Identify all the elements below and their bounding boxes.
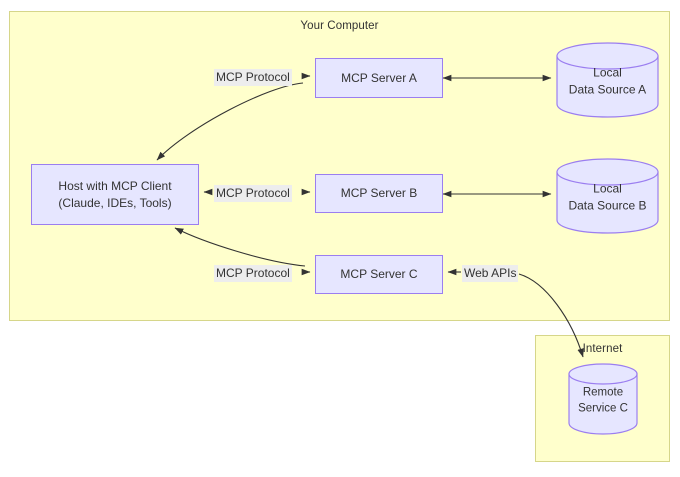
edge-label-mcp-protocol-c: MCP Protocol: [214, 265, 292, 282]
edge-server-c-to-host: [174, 227, 306, 267]
node-mcp-server-c[interactable]: MCP Server C: [315, 255, 443, 294]
node-mcp-server-a[interactable]: MCP Server A: [315, 58, 443, 98]
group-internet-label: Internet: [582, 343, 623, 355]
database-cylinder-icon: [556, 158, 659, 234]
node-local-data-source-a[interactable]: Local Data Source A: [556, 42, 659, 118]
database-cylinder-icon: [568, 363, 638, 435]
node-host-with-mcp-client[interactable]: Host with MCP Client (Claude, IDEs, Tool…: [31, 164, 199, 225]
node-host-line-2: (Claude, IDEs, Tools): [58, 195, 172, 210]
edge-server-a-to-host: [156, 82, 304, 161]
database-cylinder-icon: [556, 42, 659, 118]
group-internet: Internet: [535, 335, 670, 462]
node-remote-service-c[interactable]: Remote Service C: [568, 363, 638, 435]
node-mcp-server-b[interactable]: MCP Server B: [315, 174, 443, 213]
node-local-data-source-b[interactable]: Local Data Source B: [556, 158, 659, 234]
edge-label-mcp-protocol-a: MCP Protocol: [214, 69, 292, 86]
edge-label-web-apis: Web APIs: [462, 265, 519, 282]
edge-label-mcp-protocol-b: MCP Protocol: [214, 185, 292, 202]
node-mcp-server-c-label: MCP Server C: [340, 267, 418, 281]
group-your-computer-label: Your Computer: [300, 20, 379, 32]
node-mcp-server-a-label: MCP Server A: [341, 70, 417, 85]
node-mcp-server-b-label: MCP Server B: [340, 186, 418, 200]
node-host-line-1: Host with MCP Client: [58, 178, 172, 193]
edge-web-apis-to-remote-service-c: [518, 273, 584, 358]
